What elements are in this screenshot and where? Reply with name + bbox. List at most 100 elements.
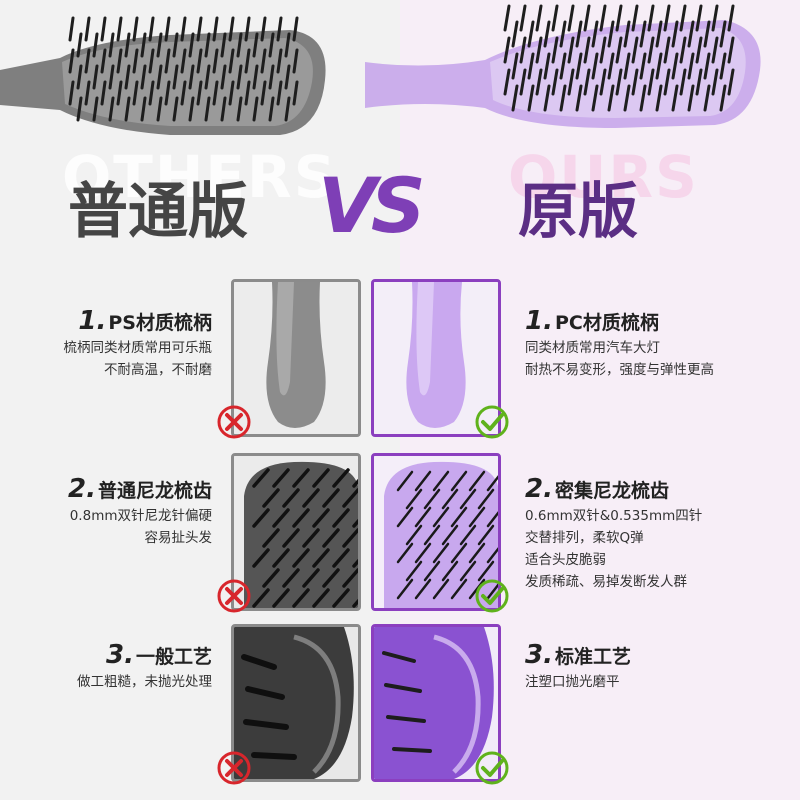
bristle <box>503 68 511 96</box>
bristle <box>551 68 559 96</box>
bristle <box>302 528 320 548</box>
others-watermark: OTHERS <box>62 143 338 211</box>
bristle <box>663 68 671 96</box>
bristle <box>695 68 703 96</box>
bristle <box>486 511 498 528</box>
bristle <box>405 524 423 546</box>
bristle <box>567 68 575 96</box>
bristle <box>108 96 115 122</box>
bristle <box>204 96 211 122</box>
bristle <box>68 48 75 74</box>
bristle <box>543 52 551 80</box>
bristle <box>292 48 299 74</box>
bristle <box>468 578 486 600</box>
bristle <box>276 80 283 106</box>
bristle <box>647 68 655 96</box>
ours-feature-3-title: 3.标准工艺 <box>525 640 631 671</box>
bristle <box>535 68 543 96</box>
bristle <box>405 560 423 582</box>
bristle <box>543 20 551 48</box>
feature-line: 不耐高温，不耐磨 <box>104 362 212 379</box>
bristle <box>639 84 647 112</box>
bristle <box>647 36 655 64</box>
bristle <box>567 36 575 64</box>
bristle <box>292 468 310 488</box>
bristle <box>441 488 459 510</box>
bristle <box>132 80 139 106</box>
bristle <box>148 48 155 74</box>
feature-line: 耐热不易变形，强度与弹性更高 <box>525 362 714 379</box>
bristle <box>220 32 227 58</box>
bristle <box>607 52 615 80</box>
bristle <box>679 4 687 32</box>
bristle <box>655 20 663 48</box>
bristle <box>236 96 243 122</box>
bristle <box>711 4 719 32</box>
bristle <box>272 548 290 568</box>
bristle <box>535 4 543 32</box>
bristle <box>459 560 477 582</box>
bristle <box>559 84 567 112</box>
bristle <box>671 52 679 80</box>
ours-bristle-photo <box>371 453 501 611</box>
feature-line: 做工粗糙，未抛光处理 <box>77 674 212 691</box>
bristle <box>284 96 291 122</box>
others-brush-top-image <box>0 16 326 135</box>
cross-mark-icon <box>217 751 251 785</box>
bristle <box>252 96 259 122</box>
bristle <box>244 80 251 106</box>
feature-line: 容易扯头发 <box>144 530 213 547</box>
bristle <box>220 96 227 122</box>
bristle <box>599 68 607 96</box>
bristle <box>108 32 115 58</box>
bristle <box>591 52 599 80</box>
others-craft-photo <box>231 624 361 782</box>
bristle <box>188 96 195 122</box>
others-feature-3-title: 3.一般工艺 <box>77 640 212 671</box>
bristle <box>252 32 259 58</box>
bristle <box>332 468 350 488</box>
bristle <box>396 542 414 564</box>
check-mark-icon <box>475 751 509 785</box>
bristle <box>519 36 527 64</box>
bristle <box>599 36 607 64</box>
bristle <box>92 32 99 58</box>
bristle <box>292 508 310 528</box>
feature-line: 梳柄同类材质常用可乐瓶 <box>63 340 213 357</box>
bristle <box>272 588 290 608</box>
bristle <box>268 32 275 58</box>
bristle <box>559 52 567 80</box>
bristle <box>292 16 299 42</box>
bristle <box>486 475 498 492</box>
bristle <box>282 528 300 548</box>
bristle <box>132 16 139 42</box>
bristle <box>148 80 155 106</box>
bristle <box>140 64 147 90</box>
ours-feature-3: 3.标准工艺 注塑口抛光磨平 <box>525 640 631 693</box>
bristle <box>84 80 91 106</box>
bristle <box>100 48 107 74</box>
feature-title-text: 普通尼龙梳齿 <box>97 480 212 502</box>
bristle <box>583 36 591 64</box>
bristle <box>727 4 735 32</box>
bristle <box>322 528 340 548</box>
bristle <box>284 64 291 90</box>
feature-line: 注塑口抛光磨平 <box>525 674 620 691</box>
bristle <box>423 488 441 510</box>
check-mark-icon <box>475 579 509 613</box>
feature-line: 0.8mm双针尼龙针偏硬 <box>69 508 212 525</box>
bristle <box>204 64 211 90</box>
bristle <box>164 80 171 106</box>
bristle <box>396 578 414 600</box>
bristle <box>477 488 495 510</box>
bristle <box>252 508 270 528</box>
bristle <box>228 48 235 74</box>
bristle <box>655 52 663 80</box>
bristle <box>302 488 320 508</box>
bristle <box>292 80 299 106</box>
bristle <box>312 468 330 488</box>
bristle <box>276 16 283 42</box>
bristle <box>711 68 719 96</box>
bristle <box>196 48 203 74</box>
bristle <box>236 32 243 58</box>
